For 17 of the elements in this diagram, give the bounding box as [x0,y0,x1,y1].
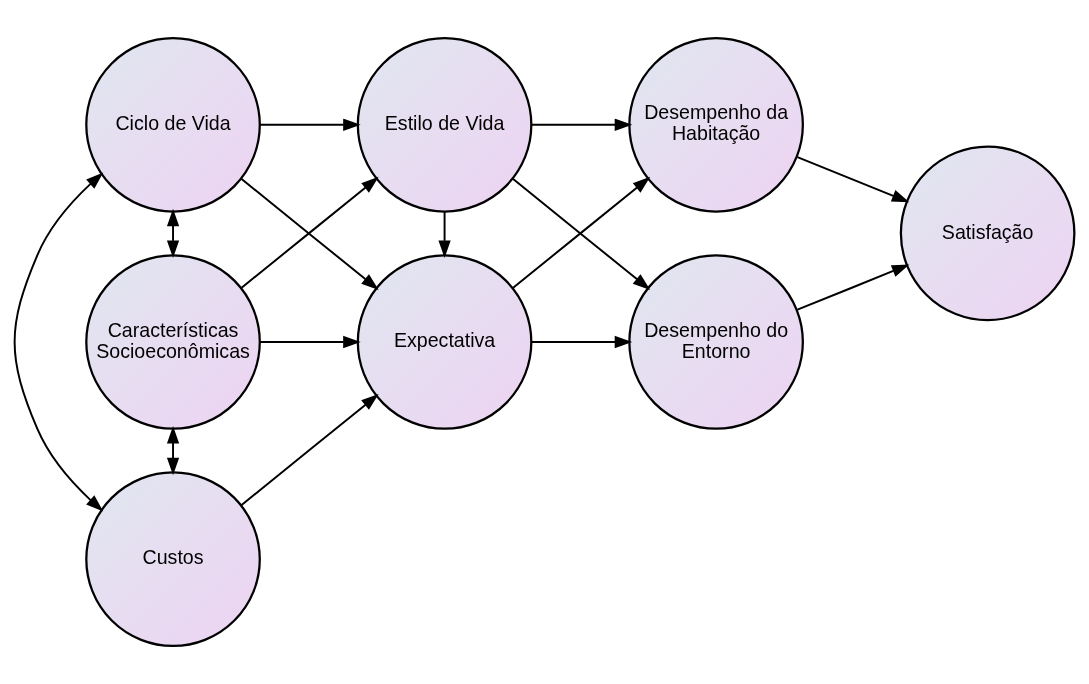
node-circle: Satisfação [899,145,1076,322]
node-circle: Desempenho do Entorno [628,254,804,430]
arrow [438,210,451,258]
node-circle: Estilo de Vida [356,36,533,213]
arrow [259,118,361,131]
arrow [530,335,633,349]
node-circle: Expectativa [356,254,533,430]
arrow [530,118,633,131]
arrow [240,394,379,506]
node-circle: Desempenho da Habitação [628,36,804,213]
arrow [13,172,104,512]
arrow [796,156,910,203]
arrow [796,264,910,311]
arrow [259,335,361,349]
arrow [166,208,180,258]
arrow [166,426,180,476]
node-circle: Características Socioeconômicas [85,254,261,430]
